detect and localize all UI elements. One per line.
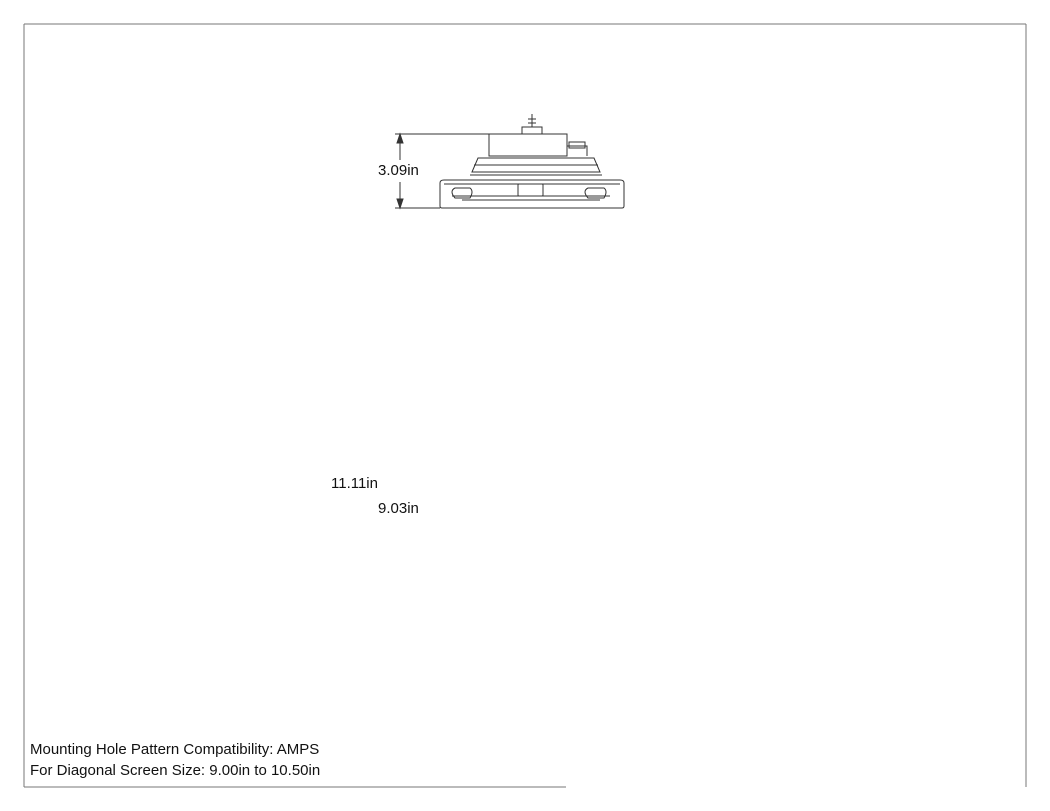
sheet-border	[23, 23, 1027, 788]
dimension-line-3-09	[395, 132, 490, 210]
note-screen-size: For Diagonal Screen Size: 9.00in to 10.5…	[30, 762, 321, 779]
dimension-label-inner-length: 9.03in	[378, 500, 419, 517]
dimension-label-height: 3.09in	[378, 162, 419, 179]
side-view	[395, 114, 625, 210]
note-hole-pattern: Mounting Hole Pattern Compatibility: AMP…	[30, 741, 320, 758]
dimension-label-overall-length: 11.11in	[331, 475, 378, 492]
drawing-notes: Mounting Hole Pattern Compatibility: AMP…	[30, 739, 320, 781]
